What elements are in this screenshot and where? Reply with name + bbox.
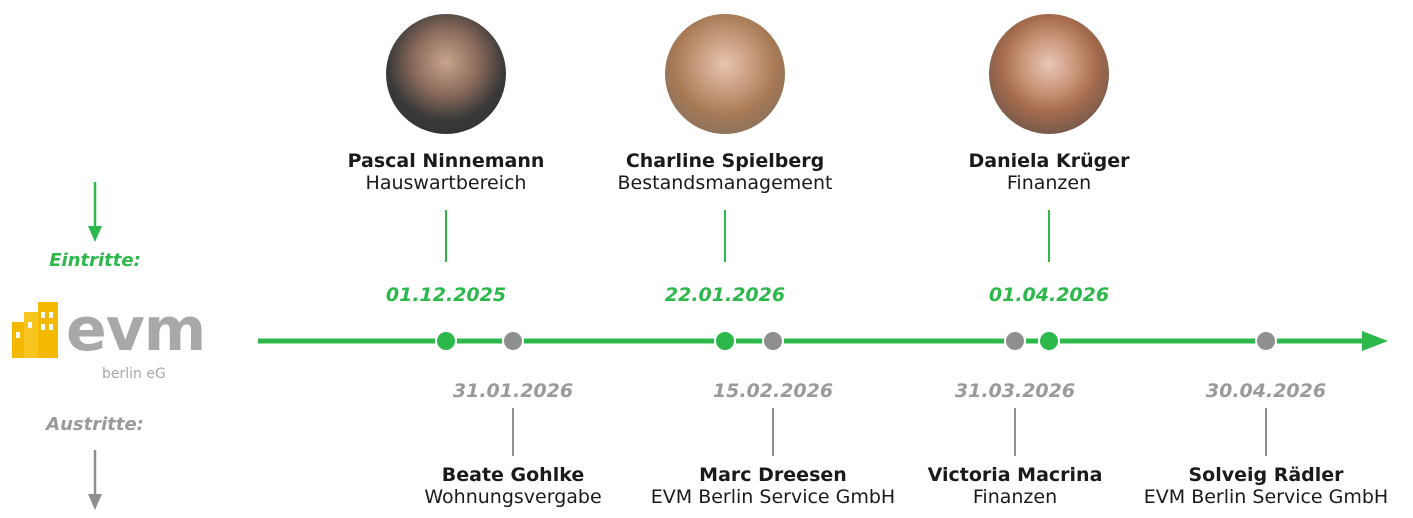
entry-marker	[435, 330, 457, 352]
entry-name: Charline Spielberg	[625, 150, 825, 172]
exit-name: Solveig Rädler	[1188, 464, 1344, 486]
exit-date: 31.01.2026	[452, 380, 574, 402]
exit-marker	[1004, 330, 1026, 352]
exit-date: 31.03.2026	[954, 380, 1076, 402]
entry-date: 01.04.2026	[988, 284, 1110, 306]
entry-date: 22.01.2026	[664, 284, 786, 306]
entries-label: Eintritte:	[49, 250, 141, 271]
entry-name: Daniela Krüger	[968, 150, 1130, 172]
exit-date: 15.02.2026	[712, 380, 834, 402]
avatar	[386, 14, 506, 134]
entry-name: Pascal Ninnemann	[347, 150, 545, 172]
exits-arrow-head	[88, 494, 102, 510]
entry-person: Charline Spielberg Bestandsmanagement	[618, 150, 833, 194]
logo-text: evm	[66, 295, 206, 365]
exit-dept: EVM Berlin Service GmbH	[650, 486, 896, 508]
entries-arrow-head	[88, 226, 102, 242]
exit-marker	[502, 330, 524, 352]
entry-person: Pascal Ninnemann Hauswartbereich	[348, 150, 545, 194]
exit-name: Victoria Macrina	[927, 464, 1103, 486]
entry-marker	[1038, 330, 1060, 352]
exit-dept: EVM Berlin Service GmbH	[1143, 486, 1389, 508]
exit-marker	[762, 330, 784, 352]
avatar	[989, 14, 1109, 134]
entry-marker	[714, 330, 736, 352]
timeline-arrow-head	[1362, 331, 1388, 351]
entry-dept: Bestandsmanagement	[617, 172, 833, 194]
exit-name: Marc Dreesen	[699, 464, 847, 486]
entry-dept: Hauswartbereich	[365, 172, 527, 194]
exits-label: Austritte:	[46, 414, 144, 435]
entry-date: 01.12.2025	[385, 284, 507, 306]
evm-logo-icon	[12, 302, 58, 358]
exit-person: Beate Gohlke Wohnungsvergabe	[424, 464, 601, 508]
exit-date: 30.04.2026	[1205, 380, 1327, 402]
exit-person: Solveig Rädler EVM Berlin Service GmbH	[1144, 464, 1388, 508]
exit-person: Marc Dreesen EVM Berlin Service GmbH	[651, 464, 895, 508]
entry-dept: Finanzen	[1006, 172, 1092, 194]
entry-person: Daniela Krüger Finanzen	[969, 150, 1130, 194]
exit-person: Victoria Macrina Finanzen	[928, 464, 1103, 508]
exit-marker	[1255, 330, 1277, 352]
exit-name: Beate Gohlke	[441, 464, 585, 486]
avatar	[665, 14, 785, 134]
exit-dept: Wohnungsvergabe	[424, 486, 602, 508]
logo-subtext: berlin eG	[102, 366, 166, 382]
exit-dept: Finanzen	[972, 486, 1058, 508]
